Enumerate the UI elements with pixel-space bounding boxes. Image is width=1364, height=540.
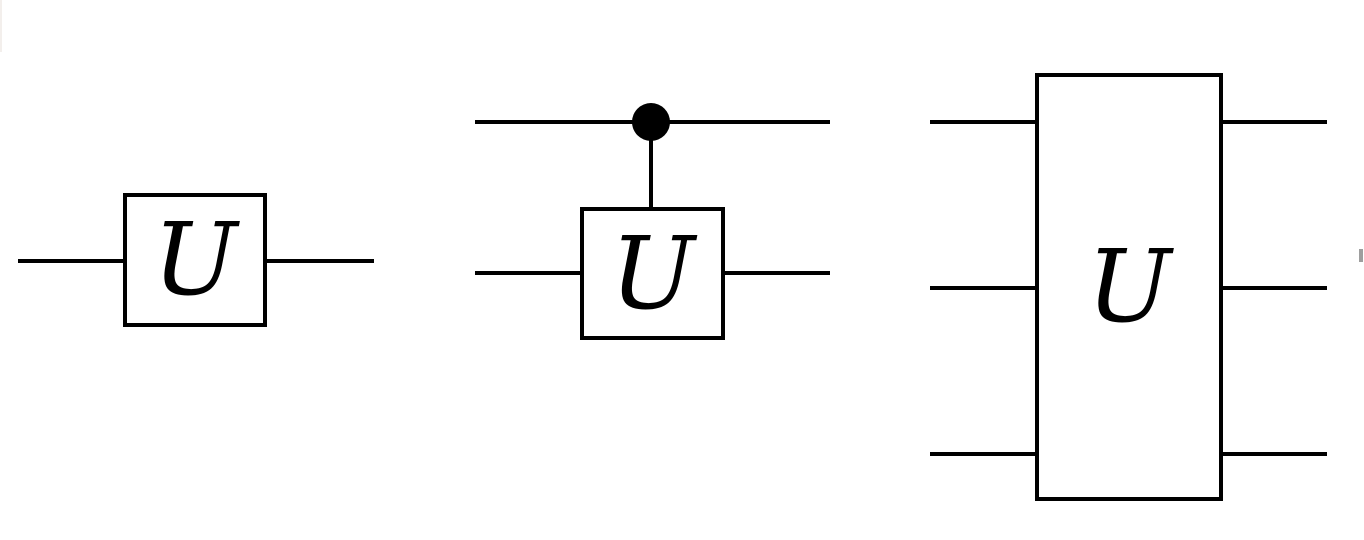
- qubit-wire: [267, 259, 374, 263]
- qubit-wire: [1223, 120, 1327, 124]
- right-edge-tick-artifact: [1359, 249, 1363, 262]
- unitary-gate-box: U: [1035, 73, 1223, 501]
- qubit-wire: [930, 120, 1035, 124]
- qubit-wire: [1223, 452, 1327, 456]
- qubit-wire: [18, 259, 123, 263]
- target-qubit-wire: [475, 271, 580, 275]
- gate-label: U: [610, 214, 695, 332]
- qubit-wire: [930, 286, 1035, 290]
- qubit-wire: [1223, 286, 1327, 290]
- unitary-gate-box: U: [123, 193, 267, 327]
- unitary-gate-box: U: [580, 207, 725, 340]
- gate-label: U: [152, 201, 238, 318]
- qubit-wire: [930, 452, 1035, 456]
- target-qubit-wire: [725, 271, 830, 275]
- left-edge-sliver-artifact: [0, 0, 2, 52]
- control-connector-line: [649, 122, 653, 211]
- gate-label: U: [1086, 228, 1172, 345]
